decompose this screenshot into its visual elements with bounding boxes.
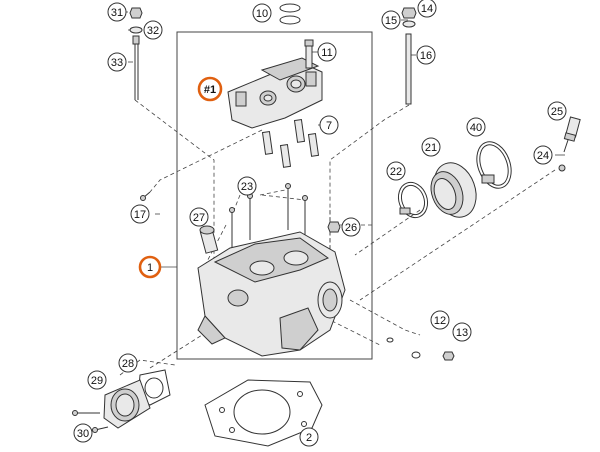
small-screw-part xyxy=(140,191,151,201)
svg-text:26: 26 xyxy=(345,222,357,234)
callout-10[interactable]: 10 xyxy=(252,3,272,23)
cylinder-head-part xyxy=(197,231,346,357)
svg-text:21: 21 xyxy=(425,142,437,154)
water-fitting-part xyxy=(199,225,219,254)
callout-22[interactable]: 22 xyxy=(386,161,406,181)
svg-text:#1: #1 xyxy=(204,84,216,96)
plug-part xyxy=(327,221,341,233)
valve-guides-part xyxy=(261,118,320,168)
callout-27[interactable]: 27 xyxy=(189,207,209,227)
callout-26[interactable]: 26 xyxy=(341,217,361,237)
callout-21[interactable]: 21 xyxy=(421,137,441,157)
svg-text:11: 11 xyxy=(321,47,332,59)
long-stud-part xyxy=(132,35,140,100)
svg-text:12: 12 xyxy=(434,315,446,327)
svg-text:31: 31 xyxy=(111,7,123,19)
callout-2[interactable]: 2 xyxy=(299,427,319,447)
callout-17[interactable]: 17 xyxy=(130,204,150,224)
callout-30[interactable]: 30 xyxy=(73,423,93,443)
callout-25[interactable]: 25 xyxy=(547,101,567,121)
callout-1[interactable]: 1 xyxy=(138,255,162,279)
head-gasket-part xyxy=(204,379,323,447)
callout-11[interactable]: 11 xyxy=(317,42,337,62)
svg-text:29: 29 xyxy=(91,375,103,387)
svg-text:15: 15 xyxy=(385,15,397,27)
leader-lines xyxy=(90,11,565,414)
nut-washer-parts xyxy=(129,7,143,34)
callout-23[interactable]: 23 xyxy=(237,176,257,196)
svg-text:17: 17 xyxy=(134,209,146,221)
svg-text:40: 40 xyxy=(470,122,482,134)
svg-text:1: 1 xyxy=(147,262,153,274)
svg-text:33: 33 xyxy=(111,57,123,69)
callout-24[interactable]: 24 xyxy=(533,145,553,165)
callout-7[interactable]: 7 xyxy=(319,115,339,135)
callout-15[interactable]: 15 xyxy=(381,10,401,30)
svg-text:30: 30 xyxy=(77,428,89,440)
svg-text:28: 28 xyxy=(122,358,134,370)
callout-14[interactable]: 14 xyxy=(417,0,437,18)
callout-28[interactable]: 28 xyxy=(118,353,138,373)
svg-text:16: 16 xyxy=(420,50,432,62)
clamp-part-40 xyxy=(476,141,512,189)
svg-text:25: 25 xyxy=(551,106,563,118)
right-stud-part xyxy=(401,7,417,105)
temperature-sensor-part xyxy=(563,116,581,153)
flange-screws xyxy=(72,410,109,433)
svg-text:2: 2 xyxy=(306,432,312,444)
svg-text:14: 14 xyxy=(421,3,433,15)
camshaft-carrier-part xyxy=(227,39,323,129)
washer-part-24 xyxy=(558,164,566,172)
callout-32[interactable]: 32 xyxy=(143,20,163,40)
small-washers xyxy=(386,337,455,361)
clamp-part-22 xyxy=(397,181,429,219)
svg-text:32: 32 xyxy=(147,25,159,37)
svg-text:7: 7 xyxy=(326,120,332,132)
svg-text:24: 24 xyxy=(537,150,549,162)
callout-12[interactable]: 12 xyxy=(430,310,450,330)
svg-text:13: 13 xyxy=(456,327,468,339)
callout-hash-1[interactable]: #1 xyxy=(197,76,223,102)
callout-16[interactable]: 16 xyxy=(416,45,436,65)
svg-text:22: 22 xyxy=(390,166,402,178)
callout-29[interactable]: 29 xyxy=(87,370,107,390)
callout-31[interactable]: 31 xyxy=(107,2,127,22)
svg-text:27: 27 xyxy=(193,212,205,224)
svg-text:23: 23 xyxy=(241,181,253,193)
svg-text:10: 10 xyxy=(256,8,268,20)
assembly-group-frame xyxy=(176,31,373,360)
intake-flange-part xyxy=(430,162,477,218)
callout-13[interactable]: 13 xyxy=(452,322,472,342)
callout-33[interactable]: 33 xyxy=(107,52,127,72)
exhaust-flange-part xyxy=(103,379,151,429)
callout-40[interactable]: 40 xyxy=(466,117,486,137)
seal-rings-part xyxy=(279,3,301,25)
